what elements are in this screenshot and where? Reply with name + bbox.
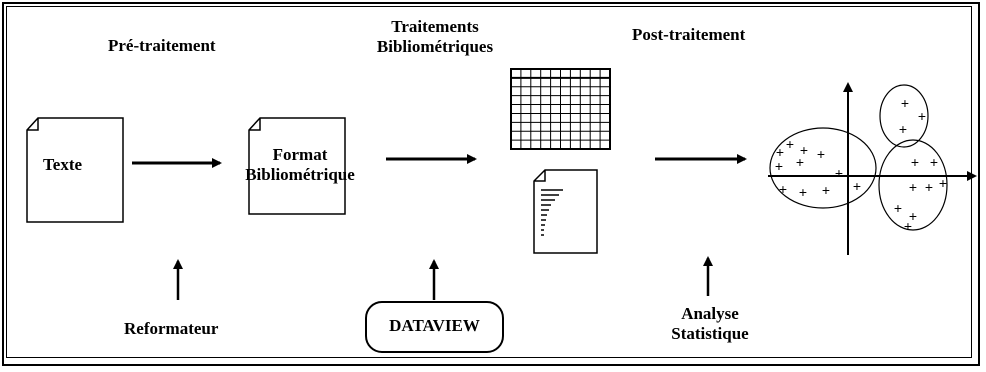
data-point-marker: + bbox=[779, 181, 787, 197]
analyse-label-line2: Statistique bbox=[671, 324, 749, 343]
format-label-line2: Bibliométrique bbox=[245, 165, 355, 184]
data-point-marker: + bbox=[904, 218, 912, 234]
outer-frame bbox=[2, 2, 980, 366]
data-point-marker: + bbox=[853, 178, 861, 194]
stage-label-post-traitement: Post-traitement bbox=[632, 25, 746, 44]
stage-label-traitements-line2: Bibliométriques bbox=[376, 37, 494, 56]
texte-document-icon bbox=[26, 117, 124, 223]
data-point-marker: + bbox=[776, 144, 784, 160]
data-point-marker: + bbox=[799, 184, 807, 200]
data-point-marker: + bbox=[775, 158, 783, 174]
format-document-icon bbox=[248, 117, 346, 215]
data-point-marker: + bbox=[918, 108, 926, 124]
data-point-marker: + bbox=[822, 182, 830, 198]
data-point-marker: + bbox=[800, 142, 808, 158]
analyse-label-line1: Analyse bbox=[681, 304, 739, 323]
cluster-top-ellipse bbox=[879, 84, 929, 148]
analyse-statistique-label: Analyse Statistique bbox=[645, 304, 775, 344]
data-point-marker: + bbox=[909, 208, 917, 224]
data-point-marker: + bbox=[925, 179, 933, 195]
data-point-marker: + bbox=[796, 154, 804, 170]
inner-frame bbox=[6, 6, 972, 358]
stage-label-traitements: Traitements Bibliométriques bbox=[360, 17, 510, 57]
cluster-right-ellipse bbox=[878, 139, 948, 231]
reformateur-label: Reformateur bbox=[124, 319, 219, 338]
stage-label-traitements-line1: Traitements bbox=[391, 17, 479, 36]
data-point-marker: + bbox=[939, 175, 947, 191]
data-point-marker: + bbox=[835, 165, 843, 181]
texte-label: Texte bbox=[43, 155, 83, 174]
data-point-marker: + bbox=[817, 146, 825, 162]
data-point-marker: + bbox=[899, 121, 907, 137]
format-label: Format Bibliométrique bbox=[230, 145, 370, 185]
scatter-plot: ++++++++++++++++++++++ bbox=[768, 82, 977, 255]
cluster-left-ellipse bbox=[769, 127, 877, 209]
data-point-marker: + bbox=[909, 179, 917, 195]
stage-label-pre-traitement: Pré-traitement bbox=[108, 36, 216, 55]
data-point-marker: + bbox=[786, 136, 794, 152]
dataview-box bbox=[365, 301, 504, 353]
matrix-grid-icon bbox=[510, 68, 611, 150]
data-point-marker: + bbox=[901, 95, 909, 111]
data-point-marker: + bbox=[894, 200, 902, 216]
format-label-line1: Format bbox=[272, 145, 328, 164]
list-document-icon bbox=[533, 169, 598, 254]
dataview-label: DATAVIEW bbox=[389, 316, 480, 335]
data-point-marker: + bbox=[911, 154, 919, 170]
data-point-marker: + bbox=[930, 154, 938, 170]
data-point-markers: ++++++++++++++++++++++ bbox=[775, 95, 947, 234]
